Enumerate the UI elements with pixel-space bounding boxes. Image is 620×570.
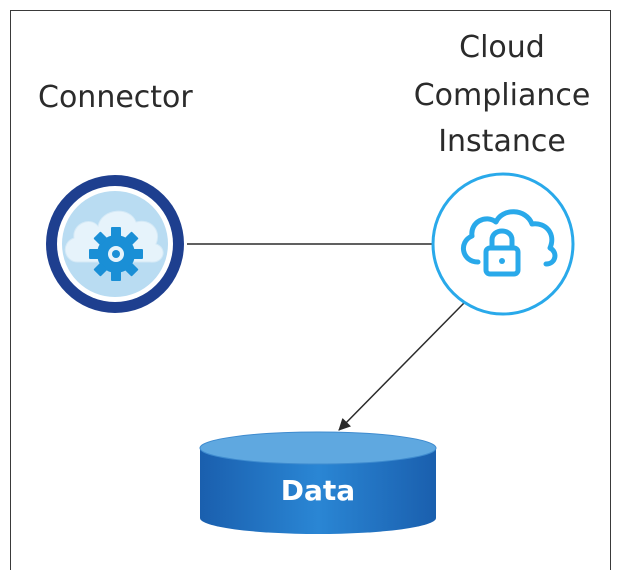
connector-node <box>46 175 184 313</box>
edge-compliance-to-data-arrow <box>338 302 465 431</box>
cloud-compliance-node <box>431 172 575 316</box>
cloud-compliance-label-line-3: Instance <box>438 124 566 159</box>
diagram-frame <box>10 10 611 570</box>
data-node: Data <box>199 431 437 534</box>
cloud-compliance-label-line-1: Cloud <box>459 30 545 65</box>
cloud-gear-icon <box>64 210 164 281</box>
cloud-compliance-label-line-2: Compliance <box>413 78 591 113</box>
cloud-lock-icon <box>461 209 558 277</box>
connector-label: Connector <box>38 80 193 115</box>
data-label: Data <box>281 474 355 507</box>
